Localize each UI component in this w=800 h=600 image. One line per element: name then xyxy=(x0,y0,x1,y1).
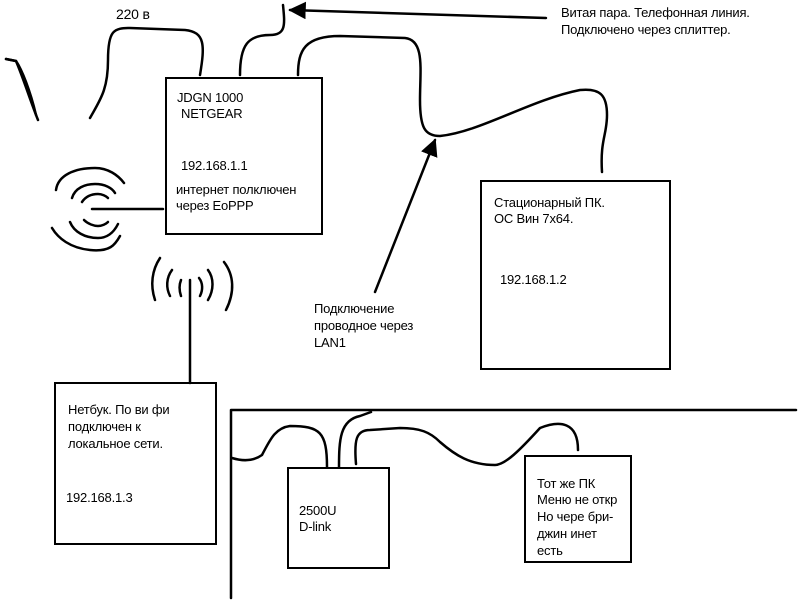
phone-line-cable xyxy=(238,3,286,77)
power-cable-left xyxy=(4,57,40,122)
dlink-brand: D-link xyxy=(299,519,332,534)
netgear-model: JDGN 1000 xyxy=(177,90,244,105)
netgear-ip: 192.168.1.1 xyxy=(181,158,248,173)
dlink-cable-3 xyxy=(354,422,580,467)
lan-cable xyxy=(296,34,609,174)
netgear-note-line1: интернет полключен xyxy=(176,182,297,197)
same-pc-line4: джин инет xyxy=(537,526,597,541)
twisted-pair-label-line1: Витая пара. Телефонная линия. xyxy=(561,5,750,20)
wired-conn-label-line1: Подключение xyxy=(314,301,395,316)
wifi-signal-icon xyxy=(50,166,126,252)
dlink-model: 2500U xyxy=(299,503,337,518)
same-pc-line2: Меню не откр xyxy=(537,492,618,507)
wired-conn-label-line3: LAN1 xyxy=(314,335,346,350)
wired-conn-label-line2: проводное через xyxy=(314,318,414,333)
desktop-title-line1: Стационарный ПК. xyxy=(494,195,605,210)
dlink-cable-2 xyxy=(337,410,373,469)
netbook-box xyxy=(54,382,217,545)
desktop-title-line2: ОС Вин 7х64. xyxy=(494,211,574,226)
lan-label-arrow xyxy=(373,138,438,294)
netgear-router-box-body xyxy=(165,77,323,235)
netbook-title-line2: подключен к xyxy=(68,419,141,434)
desktop-pc-box xyxy=(480,180,671,370)
netbook-ip: 192.168.1.3 xyxy=(66,490,133,505)
bridge-panel-frame xyxy=(229,408,798,600)
same-pc-line1: Тот же ПК xyxy=(537,476,596,491)
netgear-note-line2: через EoPPP xyxy=(176,198,254,213)
antenna-icon xyxy=(151,256,234,385)
same-pc-line5: есть xyxy=(537,543,563,558)
power-label: 220 в xyxy=(116,6,150,22)
netbook-title-line1: Нетбук. По ви фи xyxy=(68,402,170,417)
dlink-cable-1 xyxy=(230,424,329,469)
twisted-pair-label-line2: Подключено через сплиттер. xyxy=(561,22,731,37)
same-pc-box xyxy=(524,455,632,563)
dlink-modem-box xyxy=(287,467,390,569)
desktop-ip: 192.168.1.2 xyxy=(500,272,567,287)
same-pc-line3: Но чере бри- xyxy=(537,509,614,524)
phone-line-arrow xyxy=(288,1,548,20)
netbook-title-line3: локальное сети. xyxy=(68,436,163,451)
netgear-brand: NETGEAR xyxy=(181,106,243,121)
